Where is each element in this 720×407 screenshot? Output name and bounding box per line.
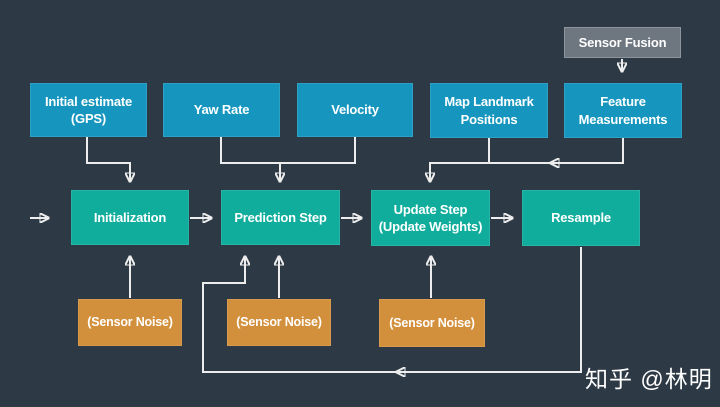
watermark-zhihu: 知乎 @林明 [585, 366, 713, 392]
node-map-landmark-positions: Map Landmark Positions [430, 83, 548, 138]
node-sensor-fusion: Sensor Fusion [564, 27, 681, 58]
node-feature-measurements: Feature Measurements [564, 83, 682, 138]
node-sensor-noise-3: (Sensor Noise) [379, 299, 485, 347]
edge-join-to-update [430, 162, 552, 181]
node-update-step: Update Step (Update Weights) [371, 190, 490, 246]
node-sensor-noise-1: (Sensor Noise) [78, 299, 182, 346]
edge-gps-to-initialization [86, 136, 130, 181]
node-initialization: Initialization [71, 190, 189, 245]
node-prediction-step: Prediction Step [221, 190, 340, 245]
node-resample: Resample [522, 190, 640, 246]
node-sensor-noise-2: (Sensor Noise) [227, 299, 331, 346]
node-initial-estimate-gps: Initial estimate (GPS) [30, 83, 147, 137]
edge-resample-loop-to-prediction [202, 257, 397, 373]
edge-feature-measurements-down [551, 138, 624, 163]
node-velocity: Velocity [297, 83, 413, 137]
edge-resample-loop-out [397, 247, 582, 372]
node-yaw-rate: Yaw Rate [163, 83, 280, 137]
